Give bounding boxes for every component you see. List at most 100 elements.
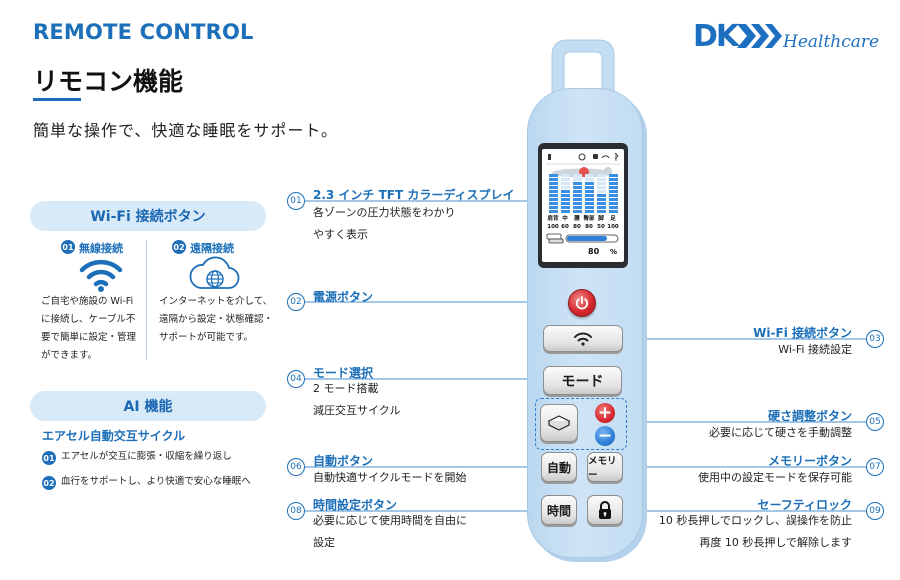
pressure-bar-segment xyxy=(561,182,570,185)
pressure-bar-segment xyxy=(609,174,618,177)
pressure-bar-segment xyxy=(573,198,582,201)
pressure-bar-segment xyxy=(597,186,606,189)
callout-04-title: モード選択 xyxy=(313,366,374,380)
cloud-globe-icon xyxy=(189,256,240,289)
pressure-bar-segment xyxy=(549,178,558,181)
ai-item-2-text: 血行をサポートし、より快適で安心な睡眠へ xyxy=(61,476,251,487)
pressure-bar-segment xyxy=(573,182,582,185)
wifi-button-icon xyxy=(574,332,592,346)
power-button[interactable] xyxy=(568,289,596,317)
pressure-percent-value: 80 xyxy=(588,247,600,256)
pressure-bar-segment xyxy=(549,190,558,193)
pressure-bar-segment xyxy=(597,210,606,213)
ai-section-title: AI 機能 xyxy=(30,391,266,421)
callout-05-num: 05 xyxy=(866,413,884,431)
timer-button[interactable]: 時間 xyxy=(541,495,577,525)
callout-09-desc: 10 秒長押しでロックし、誤操作を防止 再度 10 秒長押しで解除します xyxy=(658,514,852,549)
pressure-bar-segment xyxy=(561,194,570,197)
pressure-bar-segment xyxy=(561,210,570,213)
wifi-feature-1-desc: ご自宅や施設の Wi-Fi に接続し、ケーブル不 要で簡単に設定・管理 ができま… xyxy=(41,296,137,361)
pressure-bar-segment xyxy=(597,202,606,205)
mode-button[interactable]: モード xyxy=(543,366,622,395)
wifi-section-title: Wi-Fi 接続ボタン xyxy=(30,201,266,231)
pressure-bar-segment xyxy=(597,194,606,197)
pressure-bar-segment xyxy=(573,206,582,209)
pressure-bar-segment xyxy=(561,178,570,181)
status-bt-icon xyxy=(614,152,619,161)
pressure-bar-segment xyxy=(609,190,618,193)
callout-06-desc: 自動快適サイクルモードを開始 xyxy=(313,471,467,484)
wifi-feature-divider xyxy=(146,240,147,360)
callout-03-desc: Wi-Fi 接続設定 xyxy=(778,343,852,356)
callout-01-num: 01 xyxy=(287,192,305,210)
ai-section-subtitle: エアセル自動交互サイクル xyxy=(42,429,186,443)
brand-logo: DK Healthcare xyxy=(693,19,883,54)
callout-01-title: 2.3 インチ TFT カラーディスプレイ xyxy=(313,188,515,202)
zone-label-4: 臀部 xyxy=(583,214,595,222)
wifi-icon xyxy=(79,259,123,292)
callout-08-title: 時間設定ボタン xyxy=(313,498,398,512)
pressure-bar-segment xyxy=(549,182,558,185)
pressure-bar-segment xyxy=(609,202,618,205)
callout-01-desc: 各ゾーンの圧力状態をわかり やすく表示 xyxy=(313,206,456,241)
status-lock-icon xyxy=(593,154,598,159)
zone-value-5: 50 xyxy=(597,224,605,230)
logo-main: DK xyxy=(693,19,739,54)
callout-07-desc: 使用中の設定モードを保存可能 xyxy=(698,471,852,484)
header-rule xyxy=(33,98,81,101)
pressure-bar-segment xyxy=(585,174,594,177)
pressure-bar-segment xyxy=(573,194,582,197)
header-title-jp: リモコン機能 xyxy=(33,67,184,96)
pressure-bar-segment xyxy=(549,202,558,205)
hardness-adjust-group xyxy=(535,398,627,450)
power-icon xyxy=(575,296,589,310)
pressure-bar-segment xyxy=(561,198,570,201)
zone-value-1: 100 xyxy=(547,224,559,230)
hardness-minus-button[interactable]: − xyxy=(595,426,615,446)
pressure-bar-segment xyxy=(585,186,594,189)
pressure-bar-segment xyxy=(609,210,618,213)
ai-item-1-num: 01 xyxy=(42,451,56,465)
pressure-bar-segment xyxy=(609,186,618,189)
pressure-bar-segment xyxy=(609,198,618,201)
pressure-bar-segment xyxy=(573,186,582,189)
pressure-percent-unit: % xyxy=(610,248,617,256)
pressure-bar-segment xyxy=(573,190,582,193)
auto-button[interactable]: 自動 xyxy=(541,452,577,482)
ai-item-1-text: エアセルが交互に膨張・収縮を繰り返し xyxy=(61,451,232,462)
wifi-connect-button[interactable] xyxy=(543,325,623,352)
zone-label-3: 腰 xyxy=(573,214,580,222)
pressure-bar-segment xyxy=(609,206,618,209)
callout-07-num: 07 xyxy=(866,458,884,476)
hardness-plus-button[interactable]: + xyxy=(595,403,615,423)
pressure-bar-segment xyxy=(585,178,594,181)
zone-label-6: 足 xyxy=(610,214,616,222)
pressure-bar-segment xyxy=(573,202,582,205)
callout-03-num: 03 xyxy=(866,330,884,348)
wifi-feature-2-num: 02 xyxy=(172,240,186,254)
zone-label-2: 中 xyxy=(562,214,568,222)
memory-button[interactable]: メモリー xyxy=(587,452,623,482)
callout-08-num: 08 xyxy=(287,502,305,520)
wifi-feature-1-title: 無線接続 xyxy=(79,242,123,255)
safety-lock-button[interactable] xyxy=(587,495,623,525)
pressure-bar-segment xyxy=(573,174,582,177)
pressure-bar-segment xyxy=(585,182,594,185)
callout-05-title: 硬さ調整ボタン xyxy=(767,409,852,423)
display-graphics: 肩背 中 腰 臀部 脚 足 100 60 80 80 50 100 80 % xyxy=(546,152,620,256)
pressure-bar-segment xyxy=(561,186,570,189)
pressure-bar-segment xyxy=(573,178,582,181)
pressure-bar-segment xyxy=(549,186,558,189)
pressure-bar-segment xyxy=(549,198,558,201)
wifi-feature-2-title: 遠隔接続 xyxy=(190,242,234,255)
pressure-bar-segment xyxy=(573,210,582,213)
pressure-bar-segment xyxy=(561,190,570,193)
hardness-mode-button[interactable] xyxy=(540,404,578,442)
callout-08-desc: 必要に応じて使用時間を自由に 設定 xyxy=(313,514,467,549)
status-edit-icon xyxy=(548,154,551,160)
callout-06-num: 06 xyxy=(287,458,305,476)
status-wifi-icon xyxy=(601,155,610,159)
header-subtitle: 簡単な操作で、快適な睡眠をサポート。 xyxy=(33,121,339,140)
callout-02-num: 02 xyxy=(287,293,305,311)
